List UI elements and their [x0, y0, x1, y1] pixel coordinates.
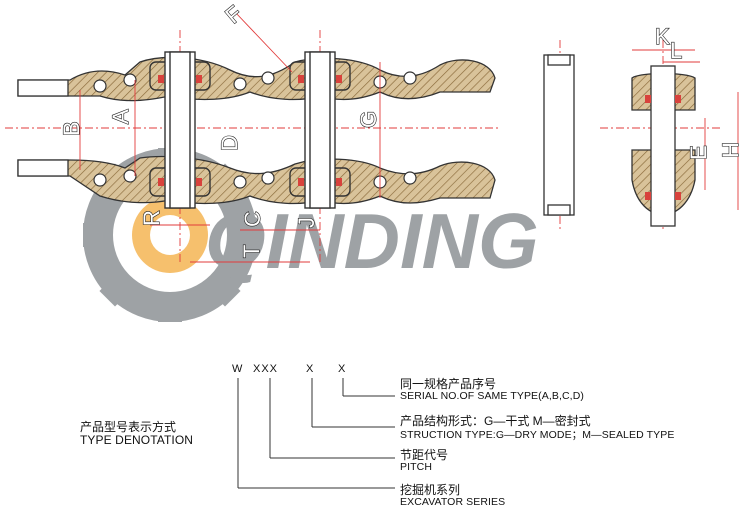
denotation-title-en: TYPE DENOTATION [80, 433, 194, 447]
cross-section [631, 65, 696, 227]
side-view-pin [543, 54, 575, 216]
upper-links [17, 56, 496, 102]
item-pitch-cn: 节距代号 [400, 448, 449, 462]
item-serial-en: SERIAL NO.OF SAME TYPE(A,B,C,D) [400, 390, 584, 402]
code-xxx: XXX [253, 363, 279, 375]
dim-G: G [356, 111, 381, 128]
dim-R: R [139, 210, 164, 226]
dim-B: B [59, 121, 84, 136]
dim-F-top: F [220, 0, 246, 28]
dim-C: C [240, 211, 265, 227]
item-series-en: EXCAVATOR SERIES [400, 496, 506, 508]
pin-bushing-2 [289, 51, 351, 209]
dim-K: K [655, 24, 670, 49]
dim-T: T [239, 245, 264, 258]
denotation-connectors [237, 378, 395, 489]
item-structure-cn: 产品结构形式：G—干式 M—密封式 [400, 414, 591, 428]
watermark-text: QINDING [205, 197, 539, 285]
dim-A: A [108, 109, 133, 124]
link-holes [93, 71, 417, 189]
code-x1: X [306, 363, 315, 375]
code-w: W [232, 363, 244, 375]
denotation-title-cn: 产品型号表示方式 [80, 420, 177, 434]
dim-E: E [686, 145, 711, 160]
item-series-cn: 挖掘机系列 [400, 483, 461, 497]
item-serial-cn: 同一规格产品序号 [400, 377, 497, 391]
dim-H: H [718, 142, 743, 158]
lower-links [17, 155, 496, 205]
dim-D: D [217, 135, 242, 151]
item-pitch-en: PITCH [400, 461, 432, 473]
dimension-lines [79, 11, 739, 263]
dim-L: L [670, 38, 682, 63]
pin-bushing-1 [149, 51, 211, 209]
item-structure-en: STRUCTION TYPE:G—DRY MODE；M—SEALED TYPE [400, 429, 675, 441]
code-x2: X [338, 363, 347, 375]
dim-J: J [294, 217, 319, 228]
